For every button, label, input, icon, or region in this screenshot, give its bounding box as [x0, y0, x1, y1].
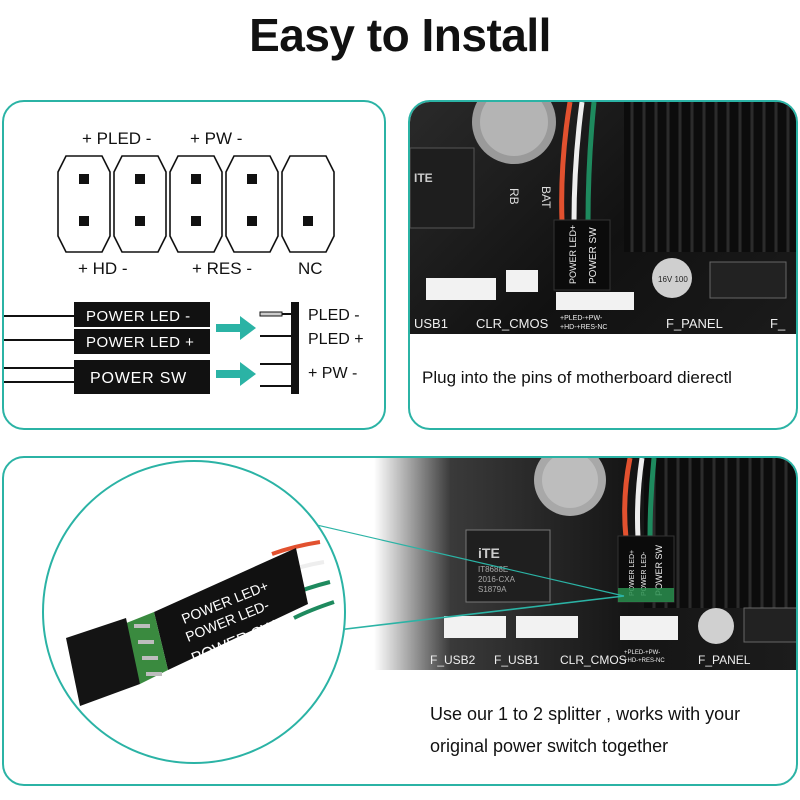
pin-octagon-5	[281, 155, 335, 253]
splitter-pcb	[124, 612, 168, 684]
chip-line-2: 2016-CXA	[478, 575, 516, 584]
chip-line-1: IT8688E	[478, 565, 508, 574]
cable-wires	[622, 458, 657, 539]
splitter-board	[618, 588, 674, 602]
pin-dot	[79, 216, 89, 226]
connector-sw-text: POWER SW	[588, 227, 599, 284]
pin-header-outline	[57, 155, 335, 253]
motherboard-photo-panel: BAT RB ITE POWER LED+ POWER SW 16V 100	[408, 100, 798, 430]
power-led-plus-label: POWER LED +	[86, 334, 194, 351]
label-hd: + HD -	[78, 259, 128, 278]
pin-octagon-1	[57, 155, 111, 253]
power-led-plus-connector	[74, 328, 210, 354]
chip-brand: ITE	[414, 171, 433, 185]
pin-label-row-2: +HD-+RES-NC	[624, 658, 665, 664]
connector-small-sw: POWER SW	[654, 544, 664, 596]
wires	[4, 315, 74, 383]
zoom-circle: POWER LED+ POWER LED- POWER SW	[42, 460, 346, 764]
arrow-icons	[216, 316, 256, 386]
pin-dot	[135, 174, 145, 184]
pin-label-row-1: +PLED-+PW-	[560, 315, 603, 322]
caption-splitter-line-2: original power switch together	[430, 736, 669, 756]
connector-small-led-minus: POWER LED-	[641, 551, 648, 596]
ite-chip	[465, 529, 551, 603]
header-label-f-panel: F_PANEL	[666, 316, 723, 331]
header-label-usb1: USB1	[414, 316, 448, 331]
pin-headers	[444, 607, 796, 643]
pin-dot	[247, 174, 257, 184]
splitter-closeup: POWER LED+ POWER LED- POWER SW	[66, 540, 335, 706]
pin-dot	[191, 216, 201, 226]
splitter-panel: iTE IT8688E 2016-CXA S1879A POWER LED+ P…	[2, 456, 798, 786]
ite-chip	[410, 147, 475, 229]
header-pins	[260, 313, 291, 387]
pin-octagon-4	[225, 155, 279, 253]
header-label-f-usb2: F_USB2	[430, 653, 476, 667]
motherboard-photo: BAT RB ITE POWER LED+ POWER SW 16V 100	[410, 102, 796, 334]
caption-splitter-line-1: Use our 1 to 2 splitter , works with you…	[430, 704, 741, 724]
pin-dot	[135, 216, 145, 226]
power-connector-closeup	[154, 548, 308, 670]
caption-splitter: Use our 1 to 2 splitter , works with you…	[430, 698, 796, 762]
power-sw-connector	[74, 360, 210, 394]
header-label-f-usb1: F_USB1	[494, 653, 540, 667]
pin-label-pled-minus: PLED -	[308, 307, 360, 324]
pin-label-pled-plus: PLED +	[308, 331, 364, 348]
motherboard-photo-bottom: iTE IT8688E 2016-CXA S1879A POWER LED+ P…	[374, 458, 796, 670]
label-pw: + PW -	[190, 129, 242, 148]
caption-plug-in: Plug into the pins of motherboard dierec…	[422, 368, 732, 387]
pin-dot	[303, 216, 313, 226]
label-pled: + PLED -	[82, 129, 151, 148]
pin-header-bar	[291, 302, 299, 394]
arrow-right-icon	[216, 362, 256, 386]
heatsink	[624, 102, 796, 252]
power-sw-label: POWER SW	[90, 370, 187, 387]
pin-dot	[191, 174, 201, 184]
female-header-closeup	[66, 618, 140, 706]
pinout-diagram-panel: + PLED - + PW - + HD - + RES - NC	[2, 100, 386, 430]
header-label-clr-cmos: CLR_CMOS	[560, 653, 627, 667]
header-label-f: F_	[770, 316, 786, 331]
pin-octagon-2	[113, 155, 167, 253]
capacitor	[698, 608, 734, 644]
pin-dot	[247, 216, 257, 226]
bat-label: BAT	[539, 186, 553, 209]
connector-small-led-plus: POWER LED+	[629, 550, 636, 596]
header-label-f-panel: F_PANEL	[698, 653, 751, 667]
pin-octagon-3	[169, 155, 223, 253]
label-nc: NC	[298, 259, 323, 278]
cable-wires	[559, 102, 597, 223]
pin-headers	[426, 261, 787, 310]
power-led-minus-label: POWER LED -	[86, 308, 191, 325]
pin-dot	[79, 174, 89, 184]
pin-label-pw: + PW -	[308, 365, 357, 382]
label-res: + RES -	[192, 259, 252, 278]
capacitor	[652, 258, 692, 298]
pin-label-row-1: +PLED-+PW-	[624, 650, 660, 656]
header-label-clr-cmos: CLR_CMOS	[476, 316, 549, 331]
chip-brand: iTE	[478, 545, 500, 561]
rb-label: RB	[507, 188, 521, 205]
power-connector	[553, 219, 611, 291]
power-led-minus-connector	[74, 302, 210, 328]
cap-label: 16V 100	[658, 275, 688, 284]
pinout-diagram: + PLED - + PW - + HD - + RES - NC	[4, 129, 364, 394]
arrow-right-icon	[216, 316, 256, 340]
connector-led-text: POWER LED+	[568, 225, 578, 284]
chip-line-3: S1879A	[478, 585, 507, 594]
pin-label-row-2: +HD-+RES-NC	[560, 324, 607, 331]
pin-dots	[79, 174, 313, 226]
page-title: Easy to Install	[249, 9, 551, 61]
